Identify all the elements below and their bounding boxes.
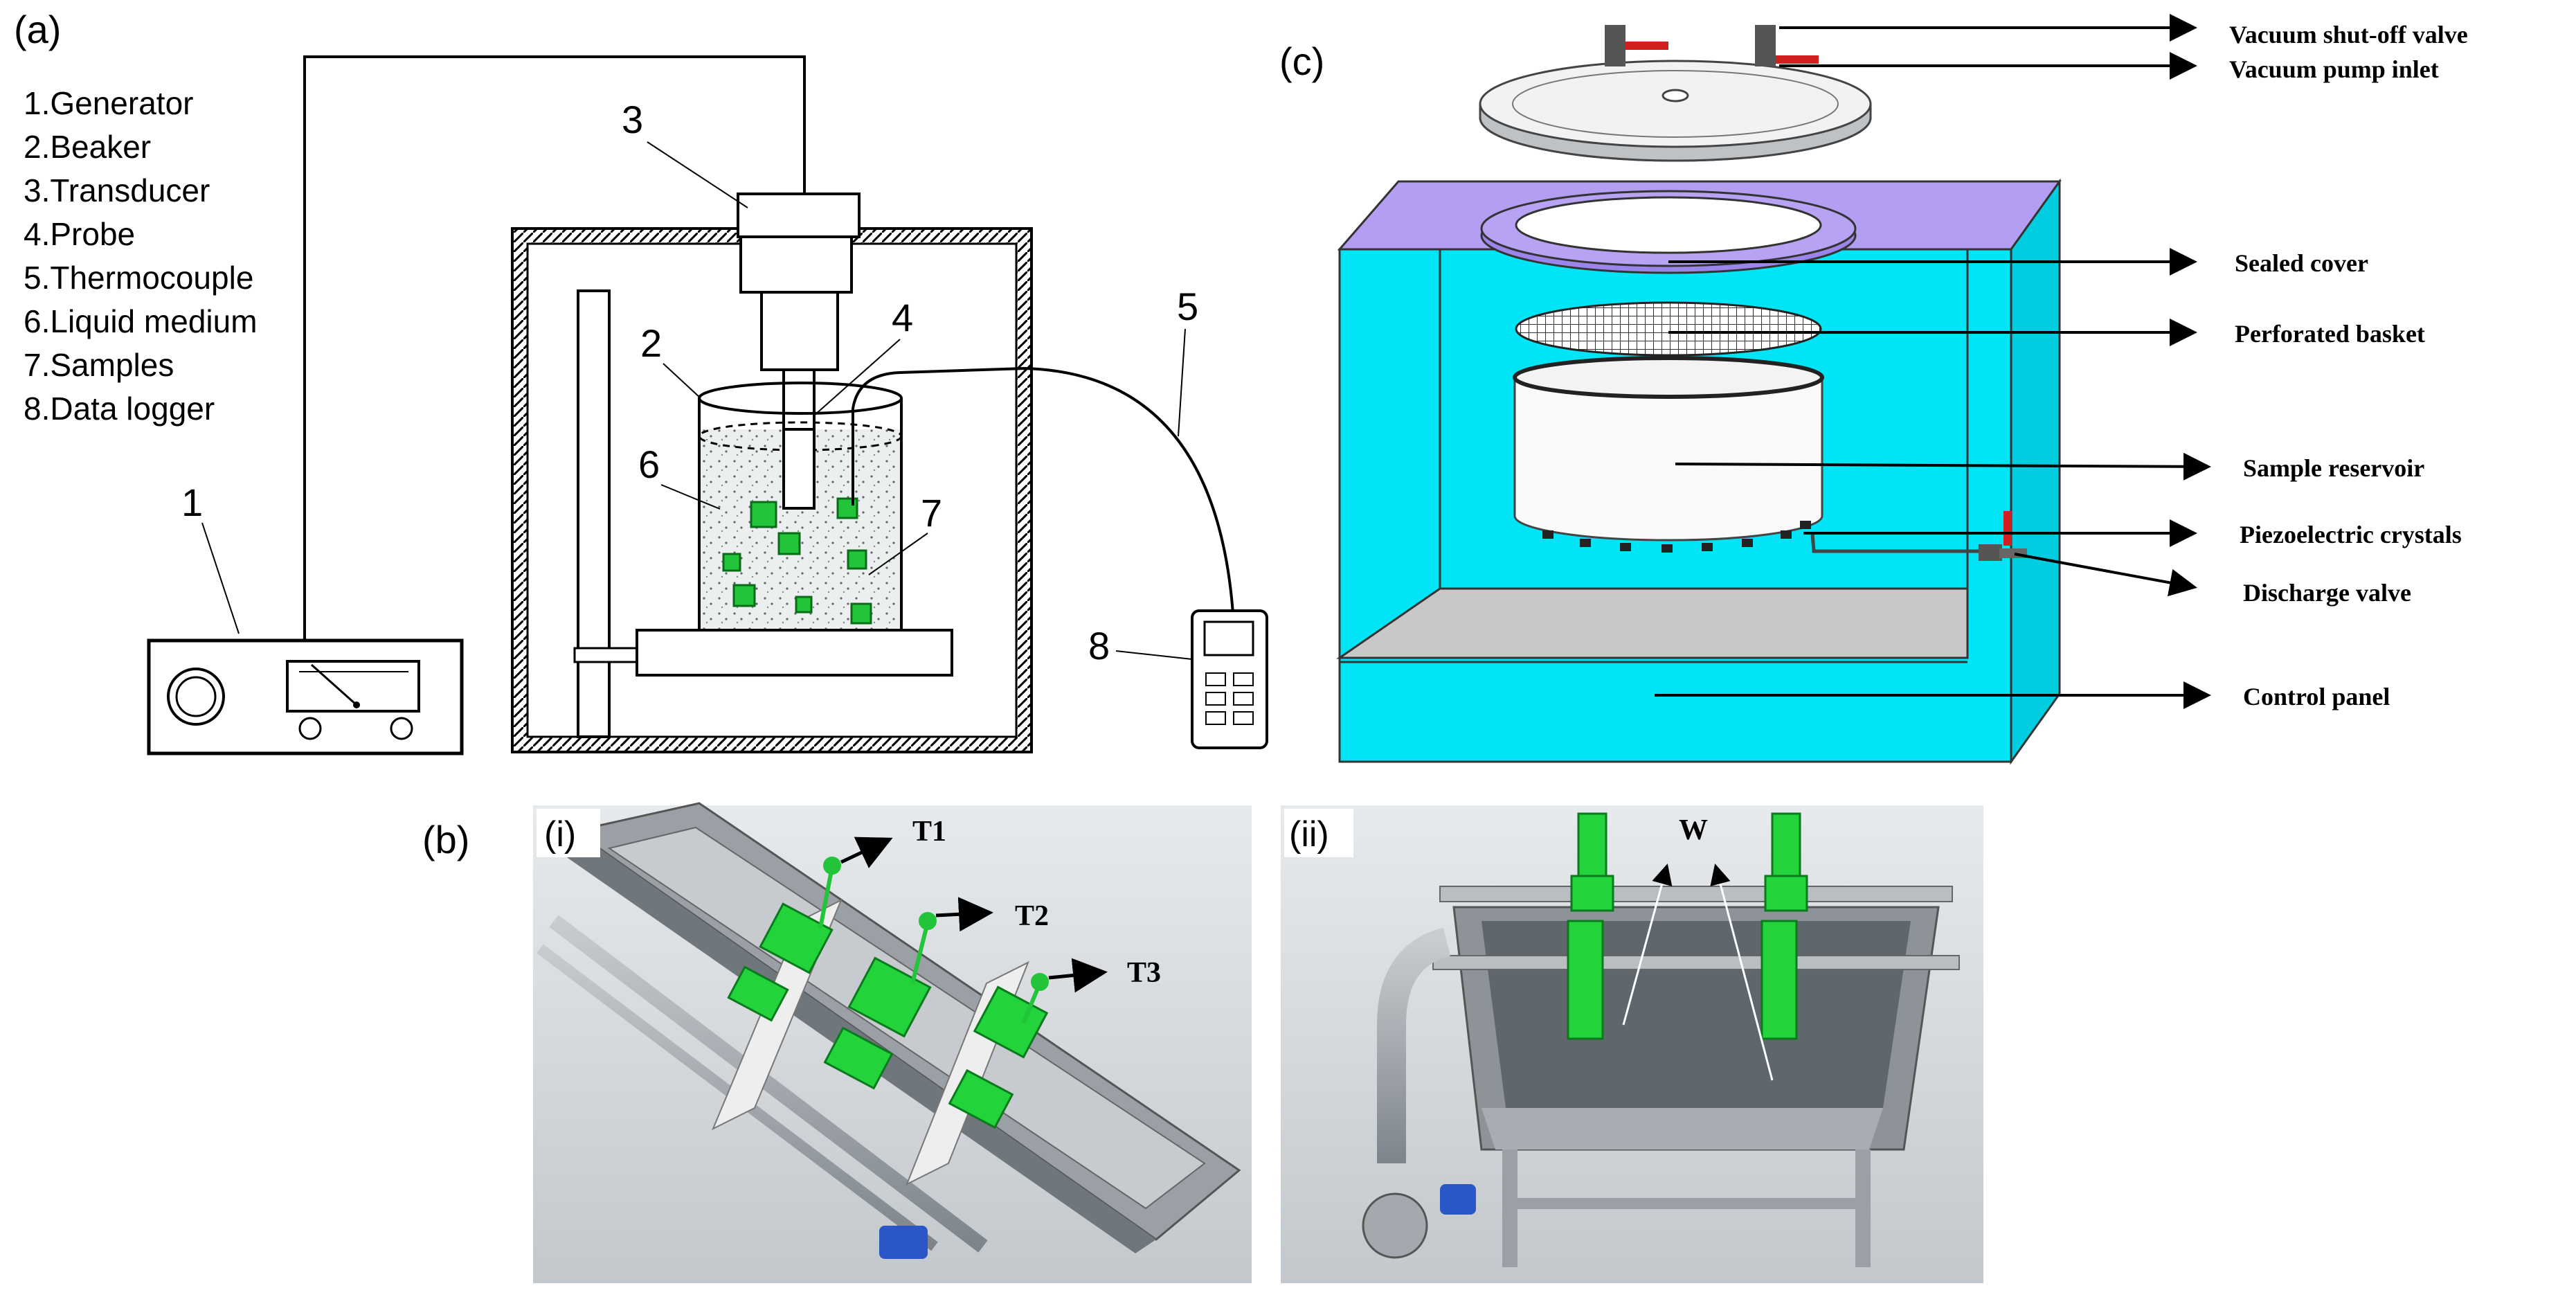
power-cable (303, 55, 806, 641)
label-sample-reservoir: Sample reservoir (2243, 454, 2424, 482)
sample-reservoir (1513, 356, 2027, 561)
panel-label-b: (b) (422, 818, 469, 861)
callout-2: 2 (640, 321, 662, 365)
samples (722, 497, 872, 625)
label-perforated-basket: Perforated basket (2235, 320, 2425, 348)
label-sealed-cover: Sealed cover (2235, 249, 2368, 277)
legend-a: 1.Generator 2.Beaker 3.Transducer 4.Prob… (24, 85, 258, 427)
legend-item-samples: 7.Samples (24, 347, 174, 383)
label-piezoelectric-crystals: Piezoelectric crystals (2240, 521, 2462, 548)
support-stand (573, 289, 953, 738)
label-t2: T2 (1015, 900, 1049, 932)
vacuum-lid (1479, 25, 1872, 162)
legend-item-beaker: 2.Beaker (24, 129, 151, 165)
thermocouple-wire (852, 366, 1235, 624)
render-i: T1 T2 T3 (i) (533, 802, 1252, 1283)
label-t1: T1 (912, 816, 946, 848)
render-ii: W (ii) (1281, 805, 1983, 1283)
arrows-c (1655, 14, 2211, 709)
callout-7: 7 (921, 491, 942, 535)
panel-label-a: (a) (14, 8, 61, 51)
panel-a: (a) 1.Generator 2.Beaker 3.Transducer 4.… (14, 8, 1268, 755)
label-control-panel: Control panel (2243, 683, 2390, 710)
label-discharge-valve: Discharge valve (2243, 579, 2411, 607)
generator (147, 638, 464, 755)
label-vacuum-shutoff-valve: Vacuum shut-off valve (2229, 21, 2468, 48)
callout-8: 8 (1088, 624, 1110, 668)
callout-4: 4 (892, 296, 913, 339)
label-t3: T3 (1127, 957, 1161, 989)
callout-3: 3 (622, 98, 643, 141)
label-w: W (1679, 814, 1708, 846)
label-vacuum-pump-inlet: Vacuum pump inlet (2229, 55, 2439, 83)
panel-label-c: (c) (1279, 39, 1324, 83)
panel-label-b-ii: (ii) (1289, 814, 1329, 855)
callout-5: 5 (1177, 285, 1198, 328)
data-logger (1191, 609, 1268, 749)
legend-item-thermocouple: 5.Thermocouple (24, 260, 253, 296)
panel-b: (b) (422, 802, 1983, 1283)
legend-item-liquid-medium: 6.Liquid medium (24, 303, 258, 339)
sealed-cover (1480, 190, 1857, 274)
callout-6: 6 (638, 442, 660, 486)
perforated-basket (1515, 301, 1822, 357)
panel-c: (c) (1279, 14, 2468, 765)
legend-item-transducer: 3.Transducer (24, 172, 210, 208)
legend-item-data-logger: 8.Data logger (24, 391, 215, 427)
legend-item-probe: 4.Probe (24, 216, 135, 252)
callouts-a: 1 3 2 4 5 6 7 8 (181, 98, 1198, 668)
labels-c: Vacuum shut-off valve Vacuum pump inlet … (2229, 21, 2468, 710)
legend-item-generator: 1.Generator (24, 85, 193, 121)
panel-label-b-i: (i) (544, 814, 576, 855)
callout-1: 1 (181, 481, 203, 524)
